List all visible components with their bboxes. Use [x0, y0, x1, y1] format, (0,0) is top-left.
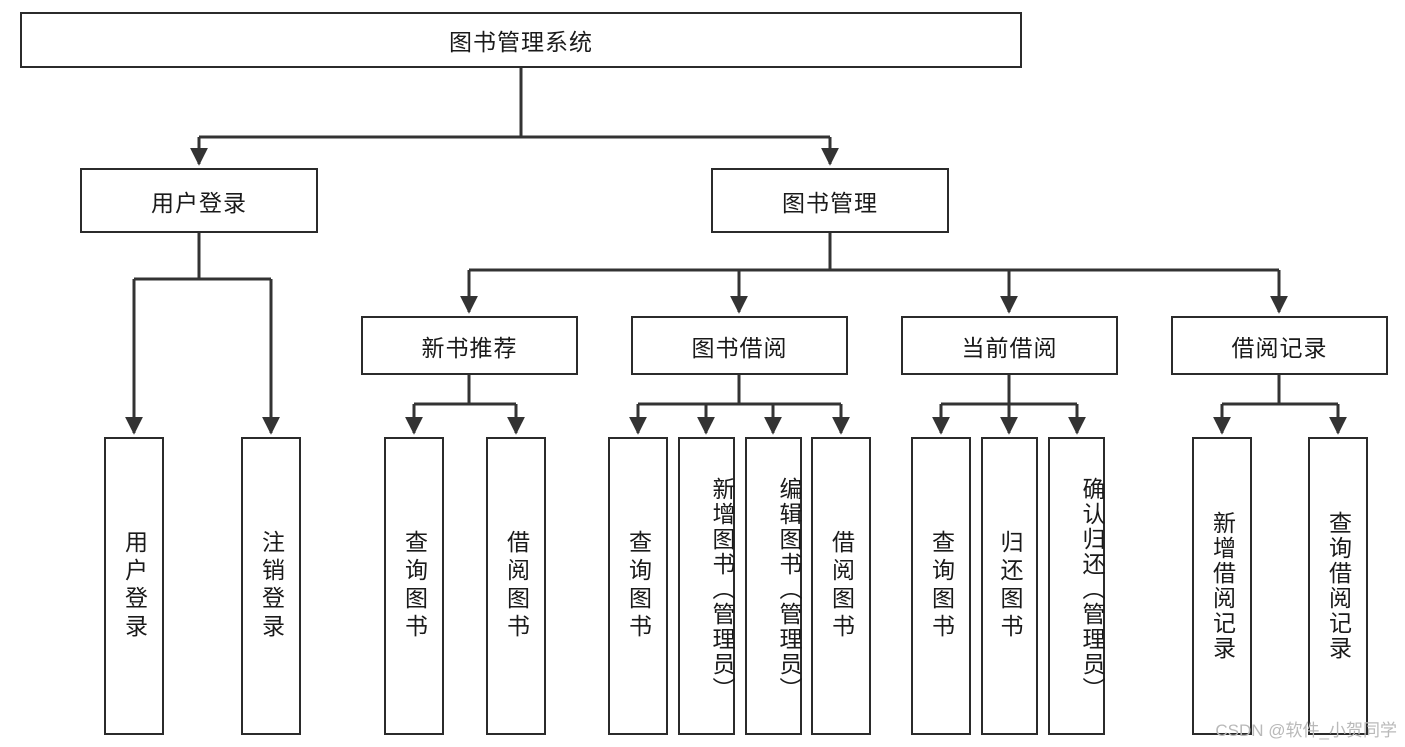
node-root-book-management-system[interactable]: 图书管理系统: [20, 12, 1022, 68]
node-current-borrow[interactable]: 当前借阅: [901, 316, 1118, 375]
leaf-book-borrow-edit-book-admin[interactable]: 编辑图书（管理员）: [745, 437, 802, 735]
node-new-book-recommend[interactable]: 新书推荐: [361, 316, 578, 375]
leaf-borrow-record-add-record[interactable]: 新增借阅记录: [1192, 437, 1252, 735]
leaf-new-book-borrow-book[interactable]: 借阅图书: [486, 437, 546, 735]
leaf-user-login-logout[interactable]: 注销登录: [241, 437, 301, 735]
leaf-borrow-record-query-record[interactable]: 查询借阅记录: [1308, 437, 1368, 735]
leaf-current-borrow-query-book[interactable]: 查询图书: [911, 437, 971, 735]
leaf-book-borrow-borrow-book[interactable]: 借阅图书: [811, 437, 871, 735]
node-book-management[interactable]: 图书管理: [711, 168, 949, 233]
node-book-borrow[interactable]: 图书借阅: [631, 316, 848, 375]
leaf-user-login-login[interactable]: 用户登录: [104, 437, 164, 735]
node-user-login[interactable]: 用户登录: [80, 168, 318, 233]
leaf-current-borrow-return-book[interactable]: 归还图书: [981, 437, 1038, 735]
leaf-new-book-query-book[interactable]: 查询图书: [384, 437, 444, 735]
node-borrow-record[interactable]: 借阅记录: [1171, 316, 1388, 375]
leaf-book-borrow-add-book-admin[interactable]: 新增图书（管理员）: [678, 437, 735, 735]
leaf-book-borrow-query-book[interactable]: 查询图书: [608, 437, 668, 735]
leaf-current-borrow-confirm-return-admin[interactable]: 确认归还（管理员）: [1048, 437, 1105, 735]
